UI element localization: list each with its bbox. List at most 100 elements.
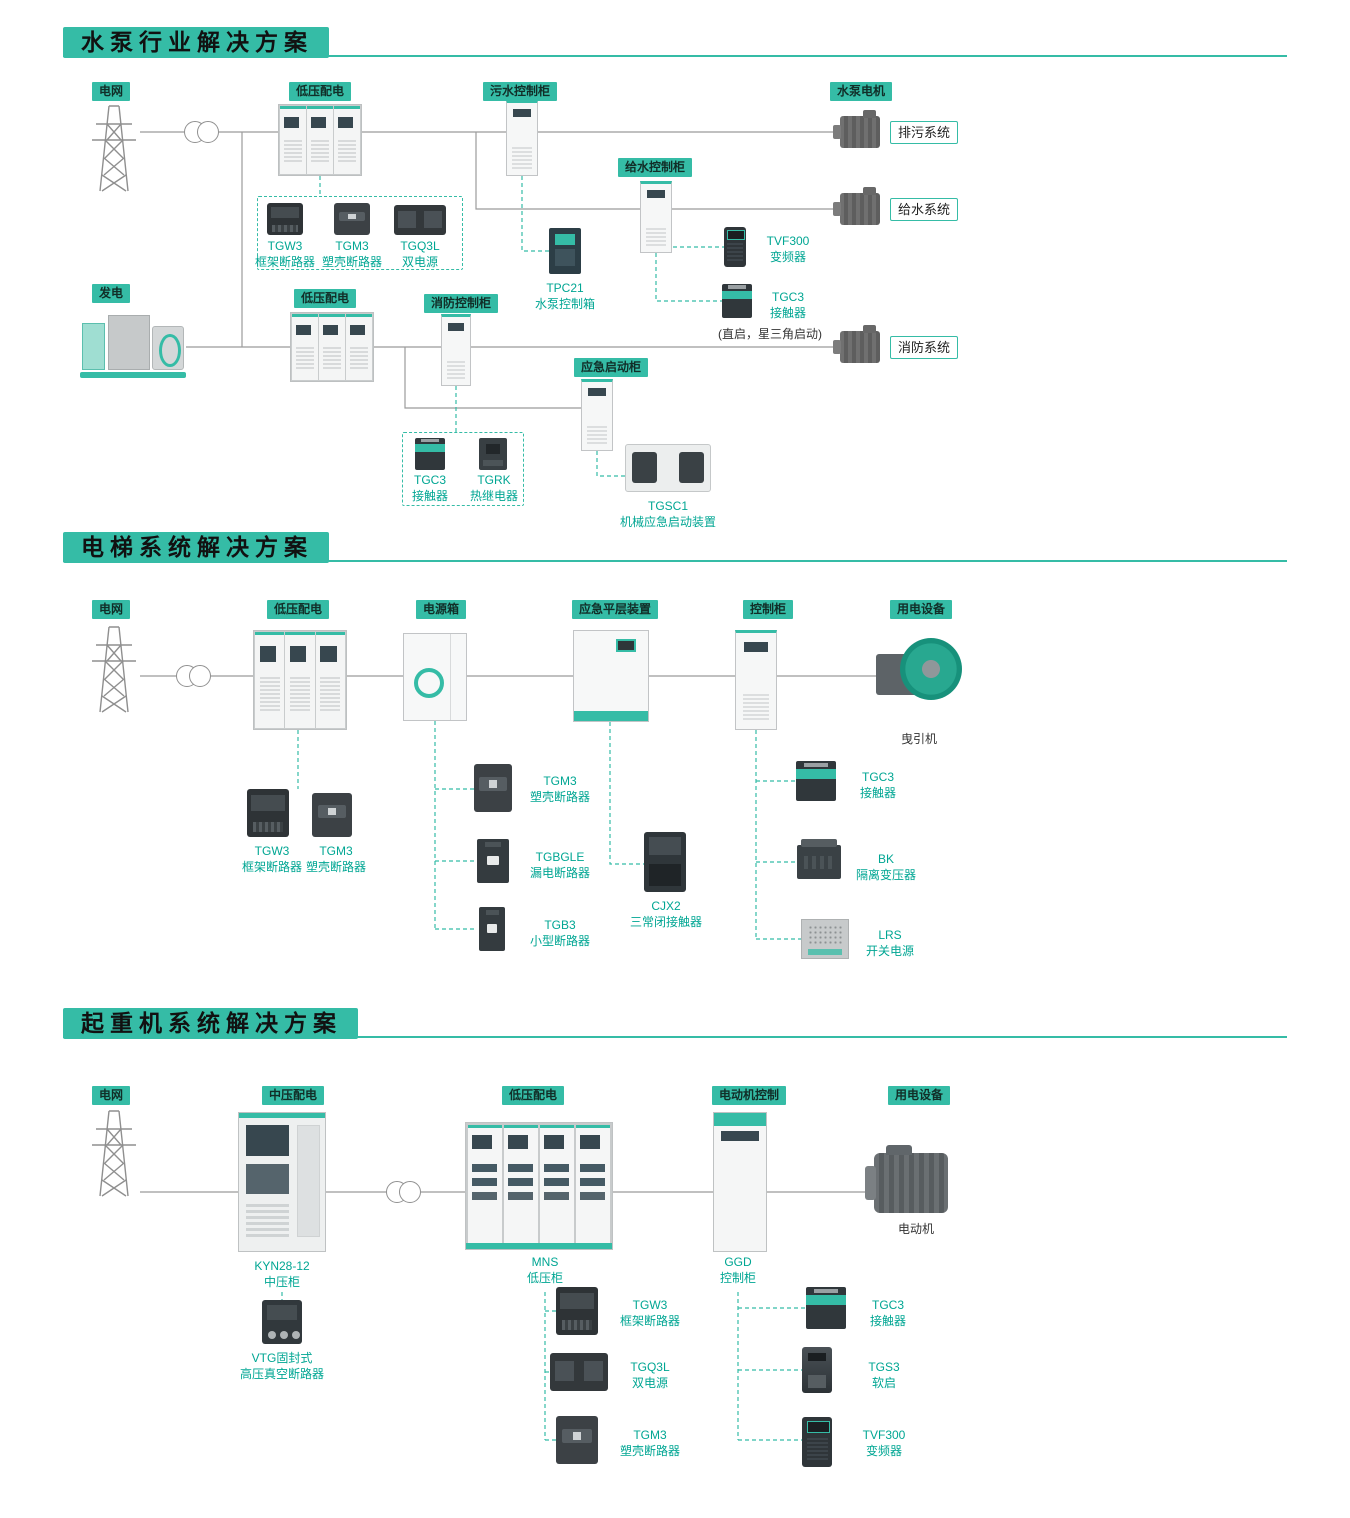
leveling-device-image <box>573 630 649 722</box>
tgm3-breaker-image <box>312 793 352 837</box>
tgb3-breaker-image <box>479 907 505 951</box>
lv-switchgear-image <box>253 630 347 730</box>
tgrk-relay-image <box>479 438 507 470</box>
switchgear-panel <box>576 1125 610 1247</box>
motor-label: 电动机 <box>897 1222 934 1236</box>
badge-lv-dist-1: 低压配电 <box>289 82 352 101</box>
section-title-crane: 起重机系统解决方案 <box>63 1008 358 1039</box>
ggd-control-cabinet-image <box>713 1112 767 1252</box>
fire-components-group-box <box>402 432 524 506</box>
power-tower-image <box>88 100 140 192</box>
generator-engine <box>107 315 150 370</box>
tgm3-breaker-image <box>334 203 370 235</box>
tgc3-contactor-image <box>796 761 836 801</box>
switchgear-panel <box>285 632 315 728</box>
tgm3-breaker-image <box>556 1416 598 1464</box>
component-label-vtg: VTG固封式高压真空断路器 <box>239 1351 324 1381</box>
badge-lv-dist-2: 低压配电 <box>294 289 357 308</box>
control-cabinet-image <box>735 630 777 730</box>
cabinet-roof <box>239 1113 325 1118</box>
power-tower-image <box>88 621 140 713</box>
section-title-elevator: 电梯系统解决方案 <box>63 532 329 563</box>
tgw3-breaker-image <box>267 203 303 235</box>
generator-base <box>80 372 186 378</box>
system-box-drain: 排污系统 <box>890 121 958 144</box>
cabinet-panel <box>245 1125 289 1156</box>
tgbgle-breaker-image <box>477 839 509 883</box>
traction-machine-label: 曳引机 <box>900 732 937 746</box>
lv-components-group-box <box>257 196 463 270</box>
tgm3-breaker-image <box>474 764 512 812</box>
badge-sewage-cabinet: 污水控制柜 <box>483 82 558 101</box>
switchgear-panel <box>307 106 333 174</box>
badge-grid: 电网 <box>92 82 131 101</box>
switchgear-panel <box>255 632 285 728</box>
badge-lv-dist: 低压配电 <box>267 600 330 619</box>
cabinet-side <box>297 1125 320 1238</box>
tgc3-contactor-image <box>415 438 445 470</box>
supply-pump-motor-image <box>833 187 880 225</box>
tgq3l-dual-power-image <box>394 205 446 235</box>
badge-grid: 电网 <box>92 600 131 619</box>
cjx2-contactor-image <box>644 832 686 892</box>
fire-pump-motor-image <box>833 325 880 363</box>
generator-image <box>80 302 186 378</box>
badge-mv-dist: 中压配电 <box>262 1086 325 1105</box>
tgw3-breaker-image <box>247 789 289 837</box>
generator-alternator <box>152 325 184 370</box>
badge-grid: 电网 <box>92 1086 131 1105</box>
badge-lv-dist: 低压配电 <box>502 1086 565 1105</box>
tvf300-vfd-image <box>724 227 746 267</box>
badge-fire-cabinet: 消防控制柜 <box>424 294 499 313</box>
switchgear-panel <box>346 314 372 380</box>
cabinet-vent <box>245 1202 289 1238</box>
switchgear-panel <box>540 1125 574 1247</box>
drain-pump-motor-image <box>833 110 880 148</box>
switchgear-base <box>466 1243 612 1249</box>
start-mode-note: (直启，星三角启动) <box>718 327 822 341</box>
badge-pump-motor: 水泵电机 <box>830 82 893 101</box>
transformer-circle <box>189 665 211 687</box>
emergency-start-cabinet-image <box>581 379 613 451</box>
badge-motor-control: 电动机控制 <box>712 1086 787 1105</box>
power-box-image <box>403 633 467 721</box>
badge-load-equipment: 用电设备 <box>890 600 953 619</box>
transformer-symbol <box>176 665 211 687</box>
badge-power-box: 电源箱 <box>416 600 467 619</box>
tgc3-contactor-image <box>722 284 752 318</box>
kyn28-mv-cabinet-image <box>238 1112 326 1252</box>
section-title-pump: 水泵行业解决方案 <box>63 27 329 58</box>
transformer-symbol <box>184 121 219 143</box>
section-divider <box>63 55 1287 57</box>
traction-machine-image <box>876 636 962 710</box>
transformer-circle <box>399 1181 421 1203</box>
bk-transformer-image <box>797 839 841 879</box>
cabinet-panel <box>245 1164 289 1195</box>
switchgear-panel <box>468 1125 502 1247</box>
lv-switchgear-image-1 <box>278 104 362 176</box>
switchgear-panel <box>280 106 306 174</box>
badge-water-supply-cabinet: 给水控制柜 <box>618 158 693 177</box>
